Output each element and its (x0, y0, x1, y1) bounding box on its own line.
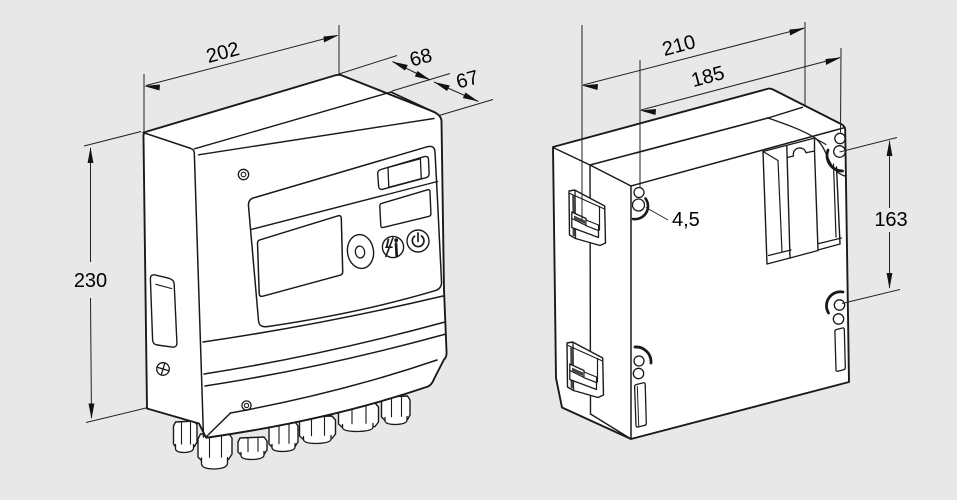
svg-text:163: 163 (874, 209, 907, 231)
svg-text:4,5: 4,5 (672, 209, 700, 231)
svg-text:230: 230 (74, 270, 107, 292)
